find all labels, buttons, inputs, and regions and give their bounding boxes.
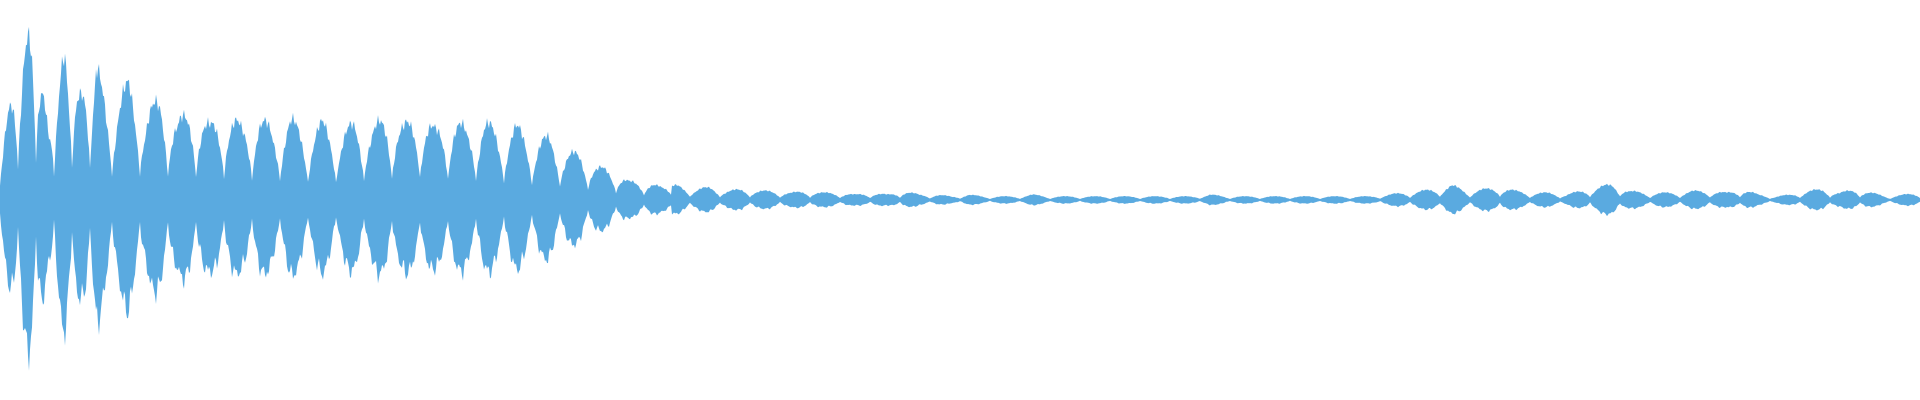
waveform-shape [0, 26, 1920, 371]
